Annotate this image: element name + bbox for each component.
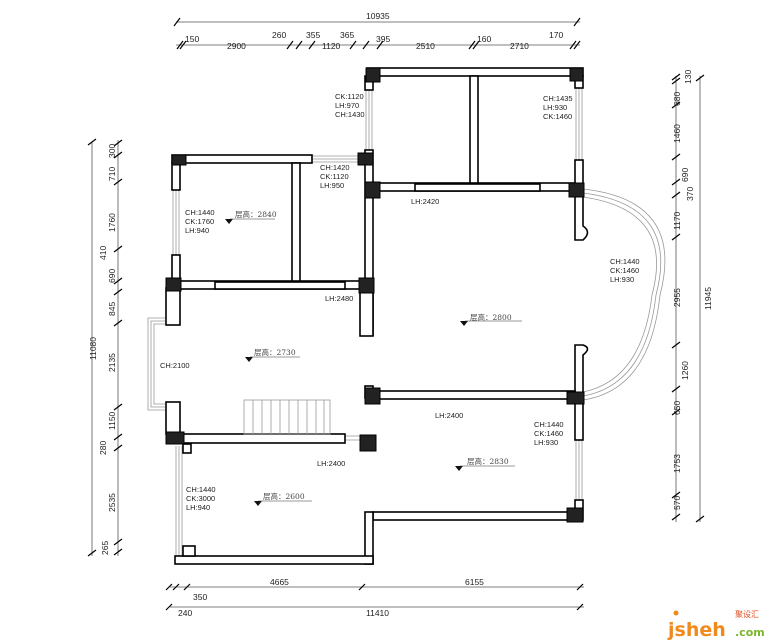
- window-note: CH:1440: [186, 485, 216, 494]
- dim-left-seg: 2535: [107, 493, 117, 512]
- bottom-dimensions: 4665 6155 350 240 11410: [165, 577, 584, 618]
- dim-top-seg: 260: [272, 30, 286, 40]
- dim-top-seg: 2710: [510, 41, 529, 51]
- ceiling-height-label: 层高：2840: [235, 209, 277, 219]
- dim-right-seg: 680: [672, 92, 682, 106]
- dim-top-seg: 150: [185, 34, 199, 44]
- dim-top-seg: 365: [340, 30, 354, 40]
- dim-right-seg: 650: [672, 401, 682, 415]
- ceiling-height-label: 层高：2600: [263, 491, 305, 501]
- dim-bottom-small: 240: [178, 608, 192, 618]
- window-note: CK:1120: [335, 92, 364, 101]
- dim-left-seg: 690: [107, 269, 117, 283]
- dim-right-seg: 2955: [672, 288, 682, 307]
- level-marker-icon: [225, 219, 468, 506]
- dim-right-seg: 690: [680, 168, 690, 182]
- window-note: CH:1440: [610, 257, 640, 266]
- dim-top-total: 10935: [366, 11, 390, 21]
- watermark-cn: 聚设汇: [735, 609, 759, 619]
- walls: [165, 67, 589, 565]
- dim-left-seg: 2135: [107, 353, 117, 372]
- window-note: LH:950: [320, 181, 344, 190]
- door-note: LH:2400: [317, 459, 345, 468]
- window-note: CH:1420: [320, 163, 350, 172]
- dim-right-seg: 130: [683, 70, 693, 84]
- dim-right-seg: 370: [685, 187, 695, 201]
- stairs: [243, 399, 331, 435]
- watermark-logo: jsheh 聚设汇 .com: [667, 609, 765, 641]
- windows: [147, 88, 666, 556]
- dim-top-seg: 170: [549, 30, 563, 40]
- dim-bottom-small: 350: [193, 592, 207, 602]
- door-note: LH:2480: [325, 294, 353, 303]
- ceiling-height-label: 层高：2830: [467, 456, 509, 466]
- window-note: CK:1760: [185, 217, 214, 226]
- window-note: CK:1460: [534, 429, 563, 438]
- window-note: CK:1460: [610, 266, 639, 275]
- dim-top-seg: 1120: [322, 41, 341, 51]
- dim-left-seg: 1150: [107, 411, 117, 430]
- dim-left-seg: 300: [107, 144, 117, 158]
- dim-right-seg: 1260: [680, 361, 690, 380]
- window-note: CH:1440: [185, 208, 215, 217]
- dim-top-seg: 160: [477, 34, 491, 44]
- dim-top-seg: 2510: [416, 41, 435, 51]
- window-note: LH:930: [543, 103, 567, 112]
- window-note: LH:940: [186, 503, 210, 512]
- dim-left-seg: 845: [107, 302, 117, 316]
- dim-top-seg: 355: [306, 30, 320, 40]
- window-note: LH:930: [534, 438, 558, 447]
- dim-right-seg: 570: [672, 496, 682, 510]
- door-note: LH:2400: [435, 411, 463, 420]
- window-note: CK:3000: [186, 494, 215, 503]
- window-note: CH:1430: [335, 110, 365, 119]
- dim-left-total: 11080: [88, 337, 98, 360]
- window-note: LH:930: [610, 275, 634, 284]
- ceiling-height-markers: 层高：2840 层高：2800 层高：2730 层高：2830 层高：2600: [225, 209, 522, 506]
- dim-bottom-seg: 6155: [465, 577, 484, 587]
- window-note: CK:1120: [320, 172, 349, 181]
- watermark-domain: .com: [735, 626, 765, 639]
- ceiling-height-label: 层高：2800: [470, 312, 512, 322]
- dim-bottom-total: 11410: [366, 608, 389, 618]
- dim-right-seg: 1753: [672, 454, 682, 473]
- window-note: CK:1460: [543, 112, 572, 121]
- window-note: LH:940: [185, 226, 209, 235]
- watermark-brand: jsheh: [667, 619, 726, 641]
- left-dimensions: 11080 300 710 1760 410 690 845 2135 1150…: [87, 138, 123, 557]
- dim-right-total: 11945: [703, 287, 713, 310]
- window-annotations: CK:1120 LH:970 CH:1430 CH:1435 LH:930 CK…: [160, 92, 640, 512]
- dim-bottom-seg: 4665: [270, 577, 289, 587]
- opening-note: CH:2100: [160, 361, 190, 370]
- dim-right-seg: 1460: [672, 124, 682, 143]
- top-dimensions: 10935 150 2900 260 355 1120 365 395 2510…: [173, 11, 581, 51]
- dim-left-seg: 710: [107, 167, 117, 181]
- dim-left-seg: 410: [98, 246, 108, 260]
- dim-left-seg: 1760: [107, 213, 117, 232]
- dim-left-seg: 280: [98, 441, 108, 455]
- dim-top-seg: 2900: [227, 41, 246, 51]
- door-note: LH:2420: [411, 197, 439, 206]
- columns: [165, 67, 585, 523]
- window-note: LH:970: [335, 101, 359, 110]
- dim-right-seg: 1170: [672, 211, 682, 230]
- right-dimensions: 130 680 1460 690 370 1170 2955 1260 650 …: [671, 70, 713, 523]
- dim-left-seg: 265: [100, 541, 110, 555]
- ceiling-height-label: 层高：2730: [254, 347, 296, 357]
- dim-top-seg: 395: [376, 34, 390, 44]
- window-note: CH:1435: [543, 94, 573, 103]
- window-note: CH:1440: [534, 420, 564, 429]
